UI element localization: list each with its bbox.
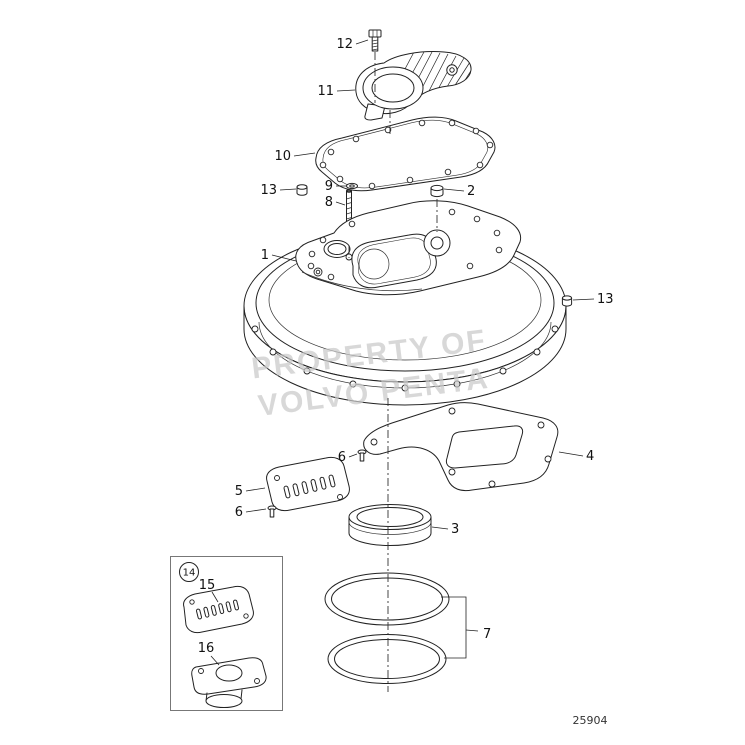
callout-2: 2 bbox=[467, 184, 475, 199]
inset-box bbox=[170, 556, 283, 711]
leader-line bbox=[431, 526, 449, 530]
leader-line bbox=[572, 298, 595, 301]
part-11-bracket-drawing bbox=[355, 51, 472, 121]
callout-12: 12 bbox=[336, 37, 353, 52]
leader-line bbox=[211, 591, 219, 603]
part-13-plug-right-drawing bbox=[561, 295, 573, 307]
part-4-plate-drawing bbox=[363, 402, 559, 492]
part-9-washer-drawing bbox=[346, 182, 358, 190]
part-12-bolt-drawing bbox=[368, 29, 382, 52]
leader-line bbox=[335, 201, 346, 206]
part-15-valve-plate-drawing bbox=[183, 585, 254, 634]
callout-7: 7 bbox=[483, 627, 491, 642]
leader-line bbox=[443, 188, 465, 192]
callout-6-left: 6 bbox=[235, 505, 243, 520]
callout-3: 3 bbox=[451, 522, 459, 537]
callout-6-right: 6 bbox=[338, 450, 346, 465]
callout-5: 5 bbox=[235, 484, 243, 499]
callout-13-left: 13 bbox=[260, 183, 277, 198]
leader-line bbox=[279, 188, 297, 191]
callout-4: 4 bbox=[586, 449, 594, 464]
part-1-housing-drawing bbox=[243, 200, 567, 406]
leader-line bbox=[271, 254, 297, 262]
callout-16: 16 bbox=[198, 641, 215, 656]
leader-line bbox=[348, 453, 358, 458]
callout-8: 8 bbox=[325, 195, 333, 210]
inset-kit-14: 14 bbox=[170, 556, 283, 711]
part-6-screw-left-drawing bbox=[267, 505, 277, 518]
leader-line bbox=[336, 89, 356, 92]
leader-line bbox=[558, 451, 584, 457]
part-10-gasket-drawing bbox=[315, 116, 496, 192]
part-5-valve-plate-drawing bbox=[266, 456, 350, 512]
callout-1: 1 bbox=[261, 248, 269, 263]
part-7-orings-drawing bbox=[324, 572, 479, 684]
leader-line bbox=[245, 487, 266, 492]
callouts: 12 11 10 13 9 8 2 1 13 4 6 5 6 3 7 15 16 bbox=[198, 37, 614, 666]
part-3-ring-drawing bbox=[348, 504, 432, 546]
callout-11: 11 bbox=[317, 84, 334, 99]
part-2-plug-drawing bbox=[430, 184, 444, 198]
kit-badge-circle bbox=[179, 562, 199, 582]
part-13-plug-left-drawing bbox=[296, 184, 308, 196]
centerlines bbox=[348, 52, 438, 692]
part-6-screw-right-drawing bbox=[357, 449, 367, 462]
callout-10: 10 bbox=[274, 149, 291, 164]
leader-line bbox=[245, 508, 267, 513]
callout-9: 9 bbox=[325, 179, 333, 194]
callout-15: 15 bbox=[199, 578, 216, 593]
leader-line bbox=[355, 39, 369, 45]
callout-14: 14 bbox=[183, 568, 196, 579]
leader-line bbox=[210, 655, 220, 666]
drawing-number: 25904 bbox=[573, 714, 608, 727]
part-16-cover-drawing bbox=[191, 657, 267, 708]
leader-line bbox=[293, 152, 316, 157]
callout-13-right: 13 bbox=[597, 292, 614, 307]
group-bracket-7 bbox=[441, 596, 467, 659]
